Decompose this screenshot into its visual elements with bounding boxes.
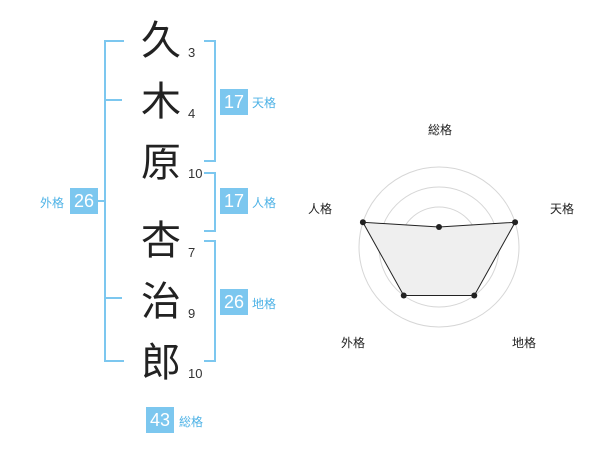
stroke-count-6: 10	[188, 366, 203, 381]
radar-label-gaikaku: 外格	[341, 336, 366, 350]
radar-point-2	[512, 219, 519, 226]
stroke-count-3: 10	[188, 166, 203, 181]
name-char-2: 木	[141, 79, 181, 125]
soukaku-label: 総格	[179, 415, 204, 429]
radar-label-soukaku: 総格	[428, 123, 453, 137]
jinkaku-value: 17	[220, 188, 248, 214]
radar-point-3	[471, 292, 478, 299]
radar-point-1	[436, 224, 442, 230]
jinkaku-label: 人格	[252, 196, 277, 210]
radar-points	[359, 219, 519, 299]
chikaku-bracket	[204, 240, 216, 362]
stroke-count-1: 3	[188, 45, 196, 60]
name-char-4: 杏	[141, 218, 181, 264]
chikaku-label: 地格	[252, 297, 277, 311]
name-char-3: 原	[141, 140, 181, 186]
tenkaku-value: 17	[220, 89, 248, 115]
radar-label-chikaku: 地格	[512, 336, 537, 350]
radar-label-tenkaku: 天格	[550, 202, 575, 216]
stroke-count-2: 4	[188, 106, 196, 121]
gaikaku-value: 26	[70, 188, 98, 214]
tenkaku-label: 天格	[252, 96, 277, 110]
name-char-6: 郎	[141, 340, 181, 386]
radar-point-4	[400, 292, 407, 299]
gaikaku-label: 外格	[40, 196, 65, 210]
gaikaku-bracket	[104, 40, 124, 362]
radar-label-jinkaku: 人格	[308, 202, 333, 216]
jinkaku-bracket	[204, 172, 216, 232]
bracket-tick	[104, 99, 122, 101]
radar-area	[362, 221, 516, 296]
name-char-1: 久	[141, 18, 181, 64]
bracket-tick	[104, 297, 122, 299]
radar-ring-4	[358, 166, 520, 328]
name-char-5: 治	[141, 279, 181, 325]
soukaku-value: 43	[146, 407, 174, 433]
radar-point-5	[359, 219, 366, 226]
stroke-count-5: 9	[188, 306, 196, 321]
bracket-tick	[98, 200, 104, 202]
chikaku-value: 26	[220, 289, 248, 315]
tenkaku-bracket	[204, 40, 216, 162]
stroke-count-4: 7	[188, 245, 196, 260]
